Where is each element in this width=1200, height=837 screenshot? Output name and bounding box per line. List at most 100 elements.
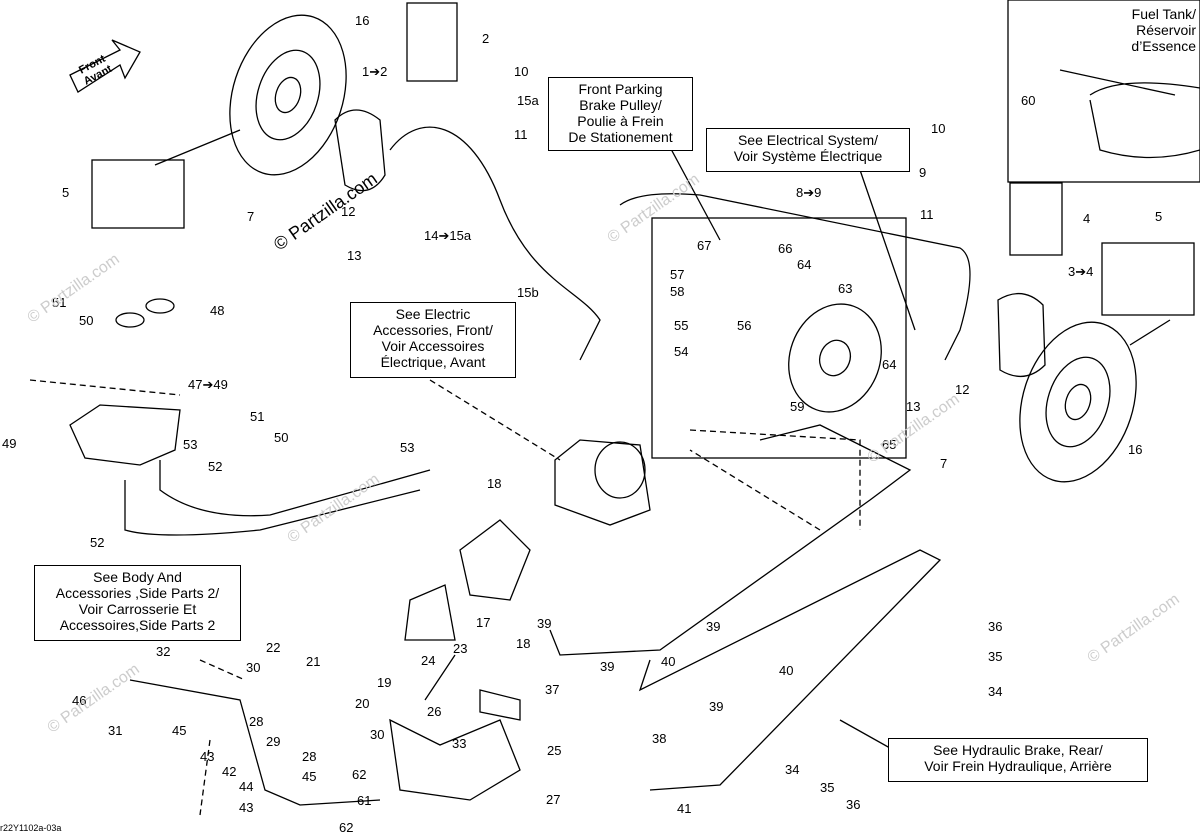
part-number: 51: [52, 295, 67, 310]
part-number: 32: [156, 644, 171, 659]
part-number: 26: [427, 704, 442, 719]
part-number: 18: [516, 636, 531, 651]
part-number: 52: [208, 459, 223, 474]
callout-body-accessories: See Body And Accessories ,Side Parts 2/ …: [34, 565, 241, 641]
part-number: 23: [453, 641, 468, 656]
part-number: 7: [940, 456, 948, 471]
part-number: 28: [302, 749, 317, 764]
part-number: 25: [547, 743, 562, 758]
part-number: 7: [247, 209, 255, 224]
abs-module: [554, 439, 651, 526]
callout-parking-pulley: Front Parking Brake Pulley/ Poulie à Fre…: [548, 77, 693, 151]
part-number: 5: [1155, 209, 1163, 224]
part-number: 8➔9: [796, 185, 822, 200]
part-number: 1➔2: [362, 64, 388, 79]
brake-line-rear-2: [549, 424, 912, 656]
part-number: 34: [988, 684, 1003, 699]
callout-line: See Hydraulic Brake, Rear/: [933, 742, 1103, 758]
part-number: 58: [670, 284, 685, 299]
part-number: 40: [779, 663, 794, 678]
part-number: 14➔15a: [424, 228, 472, 243]
part-number: 30: [370, 727, 385, 742]
brake-disc-front-left: [229, 14, 347, 176]
part-number: 67: [697, 238, 712, 253]
part-number: 39: [709, 699, 724, 714]
reservoir-cap-2: [145, 298, 175, 314]
part-number: 16: [355, 13, 370, 28]
brake-line-rear: [638, 549, 942, 791]
parking-brake-pulley: [788, 303, 882, 413]
linkage-rod: [129, 679, 381, 806]
part-number: 35: [820, 780, 835, 795]
part-number: 42: [222, 764, 237, 779]
part-number: 11: [514, 127, 528, 142]
hose-52-b: [159, 460, 431, 517]
master-cylinder: [69, 404, 181, 466]
part-number: 19: [377, 675, 392, 690]
boot-23: [404, 584, 456, 641]
part-number: 22: [266, 640, 281, 655]
bleeder-card-left: [406, 2, 458, 82]
front-arrow: [69, 39, 141, 93]
callout-line: Brake Pulley/: [579, 97, 662, 113]
part-number: 39: [706, 619, 721, 634]
callout-line: De Stationement: [568, 129, 673, 145]
callout-line: See Electrical System/: [737, 132, 879, 148]
part-number: 21: [306, 654, 321, 669]
callout-line: Voir Carrosserie Et: [78, 601, 197, 617]
part-number: 9: [919, 165, 927, 180]
part-number: 33: [452, 736, 467, 751]
part-number: 45: [302, 769, 317, 784]
brake-line-front-right: [619, 193, 971, 361]
part-number: 62: [339, 820, 354, 835]
part-number: 31: [108, 723, 123, 738]
diagram-linework: [29, 0, 1200, 816]
part-number: 17: [476, 615, 491, 630]
part-number: 54: [674, 344, 689, 359]
part-number: 10: [514, 64, 529, 79]
part-number: 50: [274, 430, 289, 445]
caliper-right: [997, 293, 1046, 377]
part-number: 43: [200, 749, 215, 764]
part-number: 63: [838, 281, 853, 296]
part-number: 18: [487, 476, 502, 491]
part-number: 2: [482, 31, 490, 46]
part-number: 38: [652, 731, 667, 746]
callout-line: Électrique, Avant: [380, 354, 486, 370]
pedal-pad: [479, 689, 521, 721]
callout-hydraulic-rear: See Hydraulic Brake, Rear/ Voir Frein Hy…: [888, 738, 1148, 782]
part-number: 49: [2, 436, 17, 451]
part-number: 5: [62, 185, 70, 200]
part-number: 64: [882, 357, 897, 372]
part-number: 3➔4: [1068, 264, 1094, 279]
callout-line: See Electric: [395, 306, 471, 322]
part-number: 24: [421, 653, 436, 668]
part-number: 53: [400, 440, 415, 455]
callout-electrical: See Electrical System/ Voir Système Élec…: [706, 128, 910, 172]
part-number: 12: [341, 204, 356, 219]
part-number: 46: [72, 693, 87, 708]
callout-line: Front Parking: [578, 81, 663, 97]
reservoir-cap-1: [115, 312, 145, 328]
brake-disc-front-right: [1019, 321, 1137, 483]
diagram-code: r22Y1102a-03a: [0, 823, 62, 833]
part-number: 56: [737, 318, 752, 333]
part-number: 29: [266, 734, 281, 749]
part-number: 16: [1128, 442, 1143, 457]
part-number: 36: [846, 797, 861, 812]
part-number: 35: [988, 649, 1003, 664]
parking-brake-detail-box: [651, 217, 907, 459]
part-number: 47➔49: [188, 377, 228, 392]
part-number: 50: [79, 313, 94, 328]
part-number: 52: [90, 535, 105, 550]
part-number: 65: [882, 437, 897, 452]
callout-line: Voir Accessoires: [381, 338, 485, 354]
part-number: 61: [357, 793, 372, 808]
fuel-tank-inset: [1007, 0, 1200, 183]
part-number: 60: [1021, 93, 1036, 108]
part-number: 55: [674, 318, 689, 333]
brake-line-front-left: [389, 126, 601, 361]
part-number: 51: [250, 409, 265, 424]
part-number: 34: [785, 762, 800, 777]
callout-line: d’Essence: [1131, 38, 1196, 54]
